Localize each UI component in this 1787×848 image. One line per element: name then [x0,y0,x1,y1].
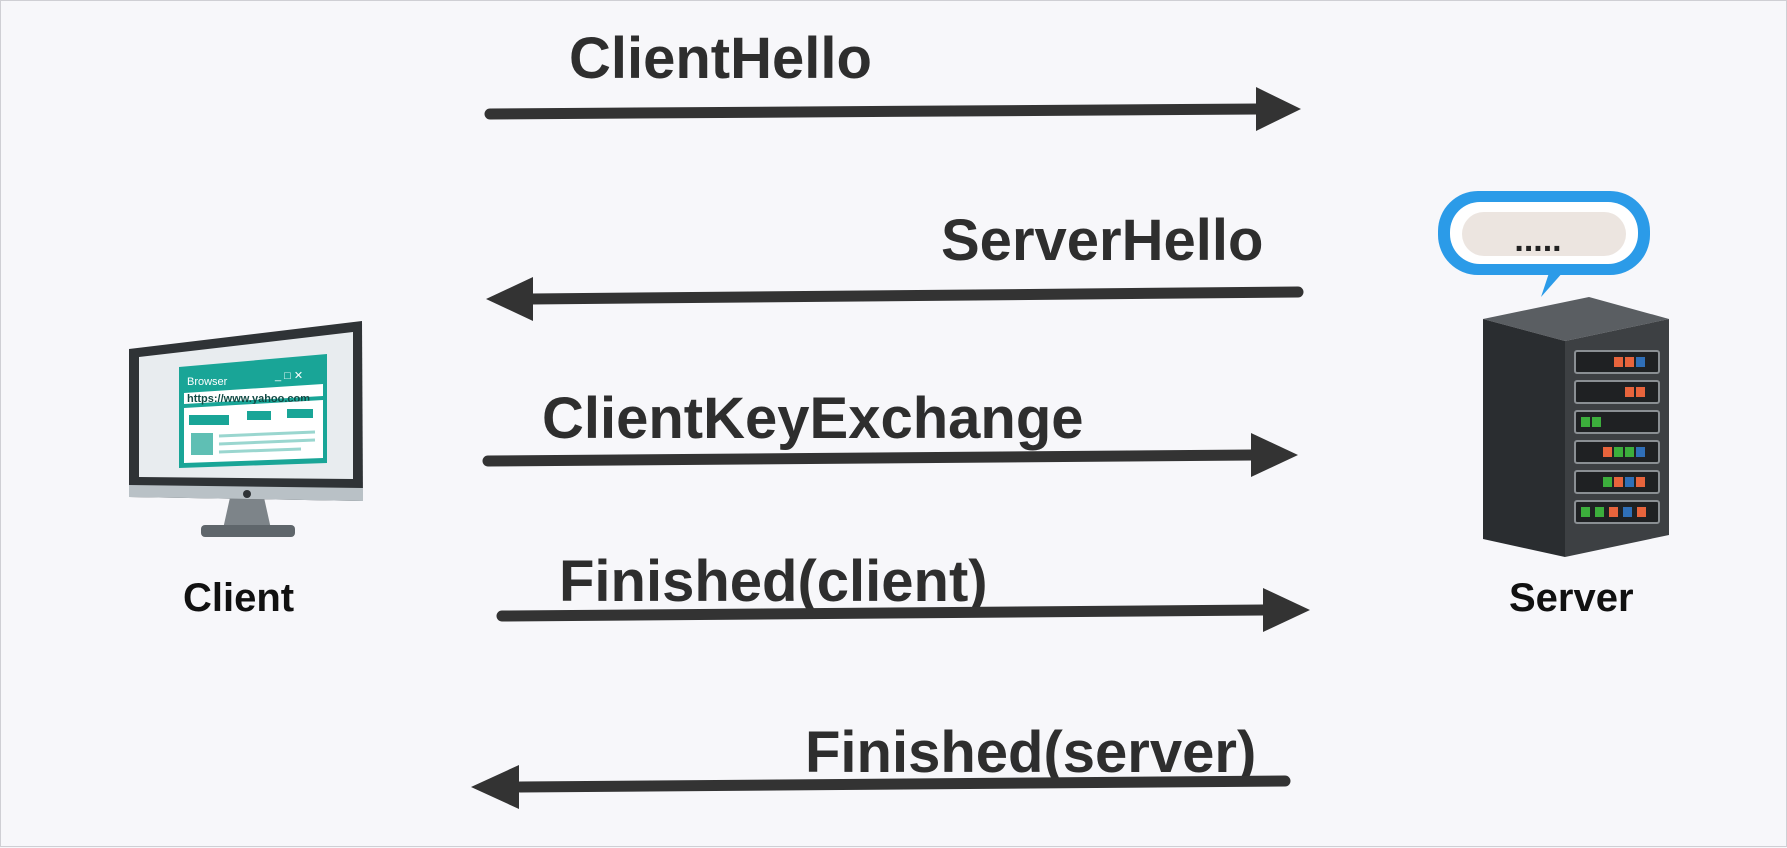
server-label: Server [1509,576,1634,620]
rack-led-icon [1623,507,1632,517]
rack-led-icon [1603,477,1612,487]
monitor-icon: Browser _ □ ✕ https://www.yahoo.com [129,321,363,537]
message-label-finished-server: Finished(server) [805,720,1256,785]
arrowhead-left-icon [486,277,533,321]
browser-title: Browser [187,376,228,388]
rack-led-icon [1625,387,1634,397]
rack-slot [1574,380,1660,404]
arrowhead-left-icon [471,765,519,809]
client-node: Browser _ □ ✕ https://www.yahoo.com Clie… [129,321,363,620]
rack-led-icon [1636,477,1645,487]
rack-led-icon [1595,507,1604,517]
arrowhead-right-icon [1256,87,1301,131]
speech-bubble-icon: ..... [1438,191,1650,297]
message-label-client-hello: ClientHello [569,26,872,91]
client-label: Client [183,576,294,620]
browser-window-icon: Browser _ □ ✕ https://www.yahoo.com [179,354,327,468]
rack-led-icon [1581,507,1590,517]
message-label-client-key-exchange: ClientKeyExchange [542,386,1084,451]
rack-led-icon [1625,447,1634,457]
rack-led-icon [1636,387,1645,397]
rack-led-icon [1614,477,1623,487]
rack-led-icon [1581,417,1590,427]
message-arrow-finished-client: Finished(client) [496,549,1310,632]
rack-slots [1574,350,1660,524]
server-node: ..... Server [1438,191,1669,620]
window-controls-icon: _ □ ✕ [274,370,303,382]
message-arrow-finished-server: Finished(server) [471,720,1291,809]
rack-led-icon [1592,417,1601,427]
rack-led-icon [1625,477,1634,487]
message-arrow-client-hello: ClientHello [484,26,1301,131]
browser-url: https://www.yahoo.com [187,393,310,405]
message-label-finished-client: Finished(client) [559,549,988,614]
arrowhead-right-icon [1251,433,1298,477]
rack-led-icon [1636,357,1645,367]
rack-led-icon [1637,507,1646,517]
rack-led-icon [1614,447,1623,457]
speech-bubble-text: ..... [1514,221,1561,259]
rack-led-icon [1636,447,1645,457]
rack-slot [1574,410,1660,434]
message-label-server-hello: ServerHello [941,208,1263,273]
rack-led-icon [1603,447,1612,457]
rack-led-icon [1609,507,1618,517]
rack-led-icon [1625,357,1634,367]
server-rack-icon [1483,297,1669,557]
message-arrow-server-hello: ServerHello [486,208,1304,321]
rack-led-icon [1614,357,1623,367]
message-arrow-client-key-exchange: ClientKeyExchange [482,386,1298,477]
arrowhead-right-icon [1263,588,1310,632]
